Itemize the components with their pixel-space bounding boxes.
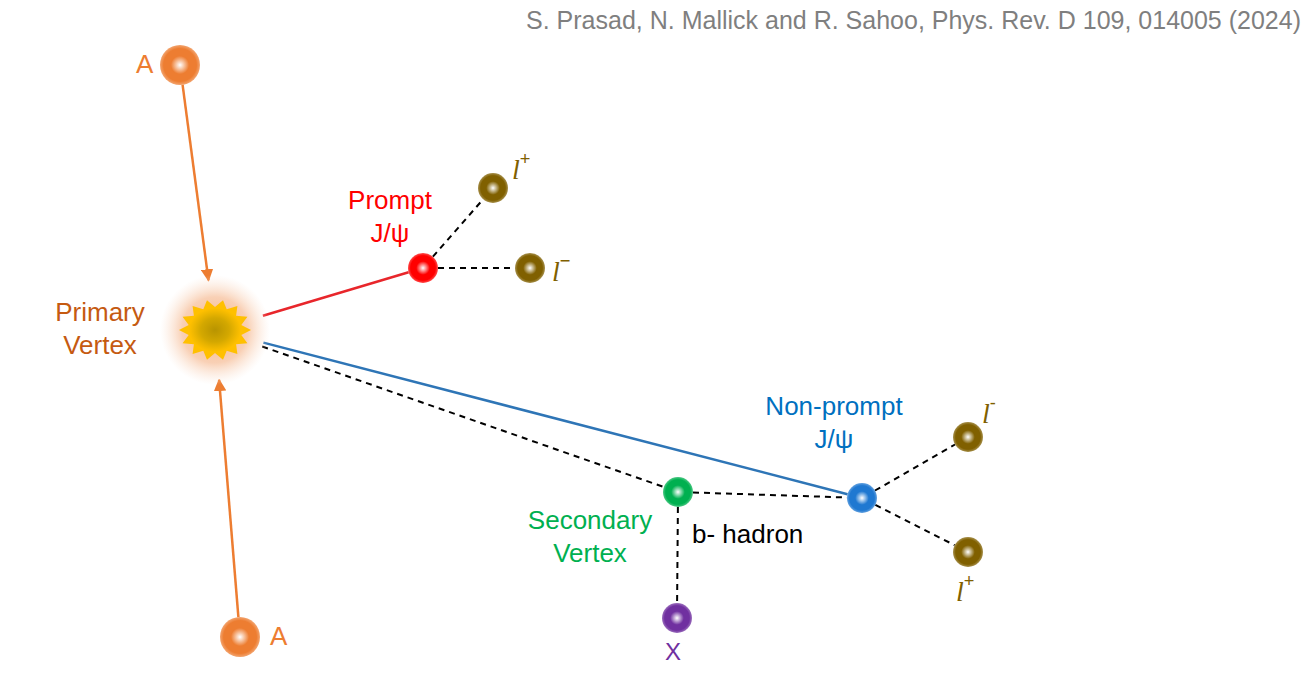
particle-dot: X — [662, 603, 692, 633]
nucleus-dot: A — [160, 45, 200, 85]
primary-vertex: Primary Vertex — [160, 275, 270, 385]
node-label: A — [270, 620, 287, 653]
vertex-core — [189, 308, 241, 352]
prompt-jpsi-dot: Prompt J/ψ — [408, 253, 438, 283]
particle-track — [875, 445, 955, 491]
particle-track — [219, 380, 238, 617]
particle-label: l+ — [512, 148, 530, 187]
particle-label: l+ — [956, 570, 974, 609]
vertex-halo — [160, 275, 270, 385]
particle-track — [676, 507, 679, 603]
particle-label: l- — [982, 392, 996, 431]
lepton-dot: l- — [953, 422, 983, 452]
node-label: Prompt J/ψ — [335, 184, 445, 249]
node-label: Non-prompt J/ψ — [758, 390, 910, 455]
node-label: Secondary Vertex — [520, 504, 660, 569]
particle-track — [875, 505, 954, 545]
nucleus-dot: A — [220, 617, 260, 657]
lepton-dot: l+ — [953, 537, 983, 567]
particle-track — [263, 343, 847, 495]
lepton-dot: l− — [515, 253, 545, 283]
vertex-burst — [179, 300, 251, 360]
secondary-vertex-dot: Secondary Vertexb- hadron — [663, 477, 693, 507]
particle-track — [183, 85, 209, 281]
vertex-blob — [160, 275, 270, 385]
node-label: A — [136, 48, 153, 81]
nonprompt-jpsi-dot: Non-prompt J/ψ — [847, 483, 877, 513]
node-label: b- hadron — [692, 518, 803, 551]
citation-note: S. Prasad, N. Mallick and R. Sahoo, Phys… — [526, 6, 1301, 35]
particle-track — [262, 347, 664, 488]
particle-track — [263, 272, 409, 315]
particle-label: l− — [552, 250, 570, 289]
node-label: X — [665, 637, 681, 667]
lepton-dot: l+ — [478, 173, 508, 203]
particle-track — [438, 267, 515, 269]
node-label: Primary Vertex — [40, 296, 160, 361]
particle-track — [433, 199, 483, 256]
particle-track — [693, 493, 847, 498]
